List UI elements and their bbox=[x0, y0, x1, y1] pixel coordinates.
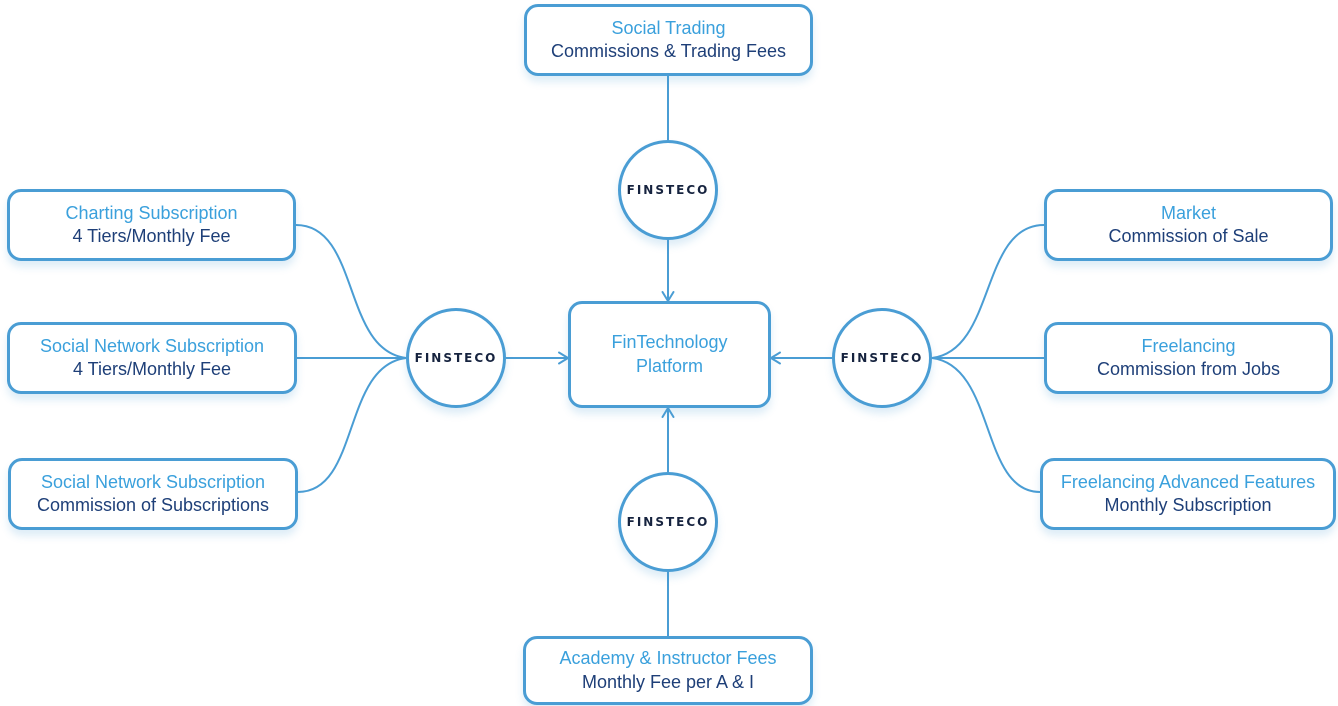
left-box-2-subtitle: 4 Tiers/Monthly Fee bbox=[72, 359, 232, 379]
left-box-2-title: Social Network Subscription bbox=[39, 335, 265, 356]
top-box-title: Social Trading bbox=[611, 17, 726, 38]
right-box-2-subtitle: Commission from Jobs bbox=[1096, 359, 1281, 379]
hub-left: FINSTECO bbox=[406, 308, 506, 408]
right-box-2: Freelancing Commission from Jobs bbox=[1044, 322, 1333, 394]
connector-left-1 bbox=[295, 224, 407, 359]
left-box-3: Social Network Subscription Commission o… bbox=[8, 458, 298, 530]
left-box-1-subtitle: 4 Tiers/Monthly Fee bbox=[72, 226, 231, 246]
left-box-3-subtitle: Commission of Subscriptions bbox=[36, 495, 270, 515]
connector-left-3 bbox=[297, 357, 407, 493]
right-box-3-subtitle: Monthly Subscription bbox=[1104, 495, 1272, 515]
hub-right: FINSTECO bbox=[832, 308, 932, 408]
hub-bottom-label: FINSTECO bbox=[626, 515, 710, 529]
left-box-1: Charting Subscription 4 Tiers/Monthly Fe… bbox=[7, 189, 296, 261]
hub-left-label: FINSTECO bbox=[414, 351, 498, 365]
right-box-2-title: Freelancing bbox=[1141, 335, 1236, 356]
left-box-2: Social Network Subscription 4 Tiers/Mont… bbox=[7, 322, 297, 394]
hub-right-label: FINSTECO bbox=[840, 351, 924, 365]
left-box-3-title: Social Network Subscription bbox=[40, 471, 266, 492]
right-box-1-subtitle: Commission of Sale bbox=[1108, 226, 1269, 246]
center-box-title: FinTechnology bbox=[611, 332, 728, 353]
center-box: FinTechnology Platform bbox=[568, 301, 771, 408]
right-box-3: Freelancing Advanced Features Monthly Su… bbox=[1040, 458, 1336, 530]
hub-top-label: FINSTECO bbox=[626, 183, 710, 197]
bottom-box-subtitle: Monthly Fee per A & I bbox=[581, 671, 755, 692]
bottom-box-title: Academy & Instructor Fees bbox=[559, 648, 777, 669]
connector-right-3 bbox=[931, 357, 1041, 493]
top-box: Social Trading Commissions & Trading Fee… bbox=[524, 4, 813, 76]
hub-top: FINSTECO bbox=[618, 140, 718, 240]
right-box-1-title: Market bbox=[1160, 202, 1216, 223]
left-box-1-title: Charting Subscription bbox=[65, 202, 238, 223]
right-box-1: Market Commission of Sale bbox=[1044, 189, 1333, 261]
center-box-subtitle: Platform bbox=[635, 355, 704, 376]
hub-bottom: FINSTECO bbox=[618, 472, 718, 572]
connector-right-1 bbox=[931, 224, 1045, 359]
top-box-subtitle: Commissions & Trading Fees bbox=[550, 41, 787, 61]
right-box-3-title: Freelancing Advanced Features bbox=[1060, 471, 1316, 492]
bottom-box: Academy & Instructor Fees Monthly Fee pe… bbox=[523, 636, 813, 705]
